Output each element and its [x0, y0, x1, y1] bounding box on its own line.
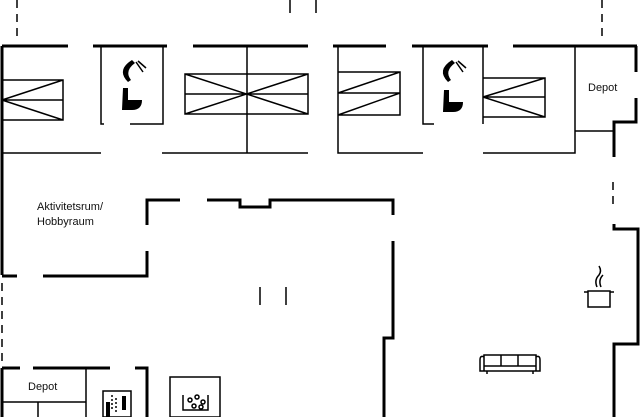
shower-icon	[122, 60, 147, 82]
cooking-pot-icon	[584, 265, 614, 308]
toilet-icon	[443, 90, 463, 112]
interior-walls	[2, 46, 613, 417]
sauna-icon	[102, 390, 132, 417]
toilet-icon	[122, 88, 142, 110]
room-label-depot: Depot	[588, 82, 617, 94]
jacuzzi-icon	[169, 376, 221, 417]
bed-icon	[1, 79, 64, 121]
room-label-activity: Aktivitetsrum/	[37, 201, 104, 213]
sofa-icon	[479, 354, 541, 374]
shower-icon	[442, 60, 467, 82]
bed-icon	[482, 77, 546, 118]
bed-icon	[337, 71, 401, 116]
bed-icon	[184, 73, 309, 115]
room-label-hobby: Hobbyraum	[37, 216, 94, 228]
room-label-depot-bottom: Depot	[28, 381, 57, 393]
